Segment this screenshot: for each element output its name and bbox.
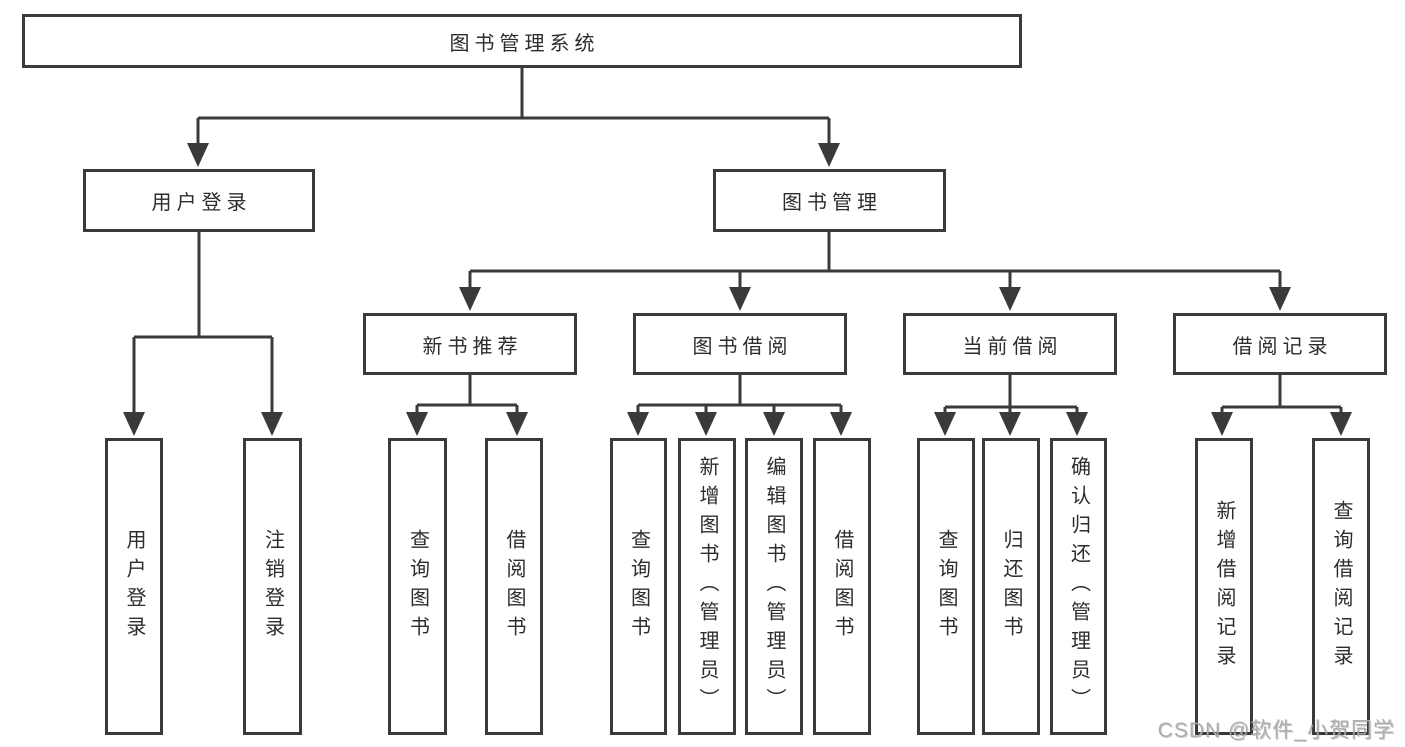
leaf-user-login: 用户登录 — [105, 438, 163, 735]
leaf-borrow-books-recommend: 借阅图书 — [485, 438, 543, 735]
leaf-add-borrow-record-label: 新增借阅记录 — [1213, 499, 1235, 674]
csdn-watermark: CSDN @软件_小贺同学 — [1157, 719, 1395, 742]
arrowheads-new-book — [406, 412, 528, 436]
leaf-return-book: 归还图书 — [982, 438, 1040, 735]
leaf-edit-book-admin-label: 编辑图书（管理员） — [763, 456, 785, 717]
leaf-borrow-books-label: 借阅图书 — [831, 528, 853, 645]
leaf-query-books-borrow-label: 查询图书 — [627, 528, 650, 645]
leaf-borrow-books: 借阅图书 — [813, 438, 871, 735]
leaf-borrow-books-recommend-label: 借阅图书 — [503, 528, 525, 645]
arrowheads-level3 — [459, 287, 1291, 311]
node-borrow-records: 借阅记录 — [1173, 313, 1387, 375]
node-new-book-recommend: 新书推荐 — [363, 313, 577, 375]
arrowheads-level2 — [187, 143, 840, 167]
leaf-query-books-recommend: 查询图书 — [388, 438, 447, 735]
leaf-add-borrow-record: 新增借阅记录 — [1195, 438, 1253, 735]
leaf-query-borrow-record: 查询借阅记录 — [1312, 438, 1370, 735]
leaf-query-books-borrow: 查询图书 — [610, 438, 667, 735]
node-book-borrow-label: 图书借阅 — [692, 335, 793, 358]
node-current-borrow-label: 当前借阅 — [962, 335, 1063, 358]
node-user-login: 用户登录 — [83, 169, 315, 232]
leaf-add-book-admin: 新增图书（管理员） — [678, 438, 736, 735]
leaf-logout: 注销登录 — [243, 438, 302, 735]
leaf-return-book-label: 归还图书 — [1000, 528, 1022, 645]
leaf-add-book-admin-label: 新增图书（管理员） — [696, 456, 718, 717]
leaf-logout-label: 注销登录 — [261, 528, 284, 645]
node-borrow-records-label: 借阅记录 — [1232, 335, 1333, 358]
arrowheads-book-borrow — [627, 412, 852, 436]
node-root-label: 图书管理系统 — [449, 32, 600, 55]
arrowheads-user-login — [123, 412, 283, 436]
leaf-query-books-current: 查询图书 — [917, 438, 975, 735]
node-user-login-label: 用户登录 — [151, 192, 252, 214]
leaf-confirm-return-admin-label: 确认归还（管理员） — [1067, 456, 1090, 717]
leaf-user-login-label: 用户登录 — [123, 528, 145, 645]
node-current-borrow: 当前借阅 — [903, 313, 1117, 375]
node-book-borrow: 图书借阅 — [633, 313, 847, 375]
node-root: 图书管理系统 — [22, 14, 1022, 68]
arrowheads-borrow-records — [1211, 412, 1352, 436]
leaf-query-borrow-record-label: 查询借阅记录 — [1330, 499, 1352, 674]
leaf-edit-book-admin: 编辑图书（管理员） — [745, 438, 803, 735]
leaf-confirm-return-admin: 确认归还（管理员） — [1050, 438, 1107, 735]
node-new-book-recommend-label: 新书推荐 — [422, 335, 523, 358]
arrowheads-current-borrow — [934, 412, 1088, 436]
leaf-query-books-current-label: 查询图书 — [935, 528, 957, 645]
leaf-query-books-recommend-label: 查询图书 — [406, 528, 429, 645]
node-book-management: 图书管理 — [713, 169, 946, 232]
node-book-management-label: 图书管理 — [782, 192, 882, 214]
